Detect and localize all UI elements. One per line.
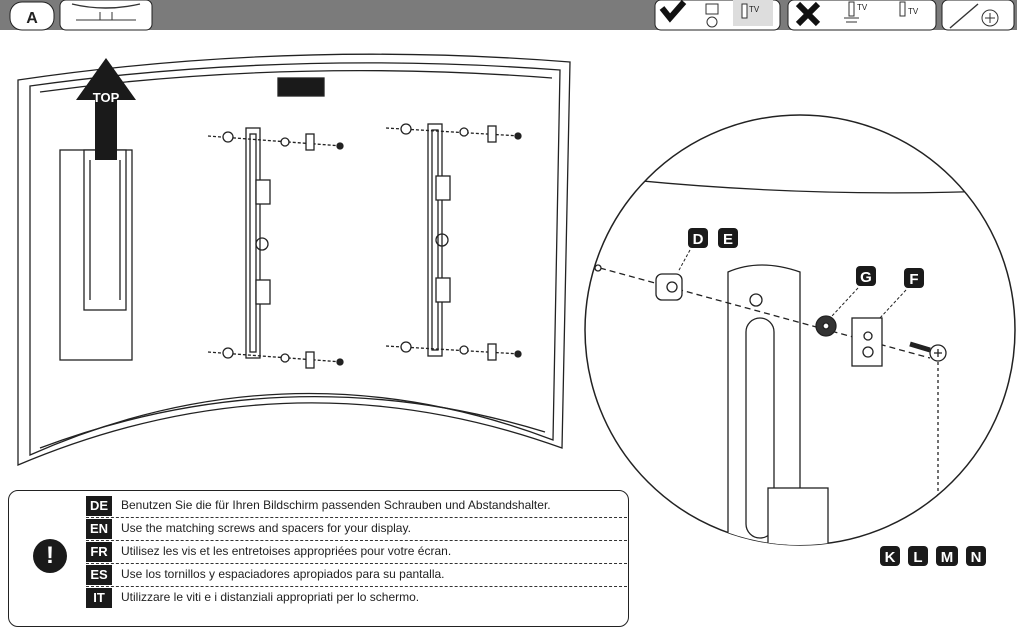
note-text: Use the matching screws and spacers for … — [121, 521, 411, 535]
tv-label-2: TV — [857, 3, 868, 12]
lang-code: FR — [86, 542, 112, 562]
svg-text:E: E — [723, 231, 733, 248]
lang-code: IT — [86, 588, 112, 608]
top-label: TOP — [93, 90, 120, 105]
note-text: Utilisez les vis et les entretoises appr… — [121, 544, 452, 558]
svg-text:D: D — [693, 231, 704, 248]
note-row-it: IT Utilizzare le viti e i distanziali ap… — [86, 587, 627, 609]
callout-g: G — [831, 266, 876, 317]
top-arrow-icon: TOP — [76, 58, 136, 160]
correct-screw-icon: TV — [654, 0, 781, 31]
tv-label-3: TV — [908, 7, 919, 16]
detail-zoom-circle: D E G F K L M N — [584, 114, 1016, 566]
instructions-box: ! DE Benutzen Sie die für Ihren Bildschi… — [8, 490, 629, 627]
note-row-en: EN Use the matching screws and spacers f… — [86, 518, 627, 541]
callout-f: F — [879, 268, 924, 319]
tv-thumbnail-icon — [59, 0, 153, 31]
tv-label-1: TV — [749, 5, 760, 14]
svg-text:L: L — [913, 549, 922, 566]
svg-text:G: G — [860, 269, 872, 286]
warning-icon: ! — [33, 539, 67, 573]
lang-code: DE — [86, 496, 112, 516]
callout-k-l-m-n: K L M N — [880, 546, 986, 566]
note-text: Use los tornillos y espaciadores apropia… — [121, 567, 445, 581]
note-text: Utilizzare le viti e i distanziali appro… — [121, 590, 420, 604]
svg-text:N: N — [971, 549, 982, 566]
callout-d-e: D E — [677, 228, 738, 273]
header-bar: A TV TV TV — [0, 0, 1017, 31]
svg-text:F: F — [909, 271, 918, 288]
lang-code: ES — [86, 565, 112, 585]
screwdriver-icon — [941, 0, 1015, 31]
lang-code: EN — [86, 519, 112, 539]
wrong-screw-icon: TV TV — [787, 0, 937, 31]
step-label: A — [26, 10, 38, 27]
note-row-es: ES Use los tornillos y espaciadores apro… — [86, 564, 627, 587]
svg-text:M: M — [941, 549, 954, 566]
note-row-fr: FR Utilisez les vis et les entretoises a… — [86, 541, 627, 564]
svg-text:K: K — [885, 549, 896, 566]
note-text: Benutzen Sie die für Ihren Bildschirm pa… — [121, 498, 551, 512]
note-row-de: DE Benutzen Sie die für Ihren Bildschirm… — [86, 495, 627, 518]
curved-tv-back — [17, 53, 571, 466]
